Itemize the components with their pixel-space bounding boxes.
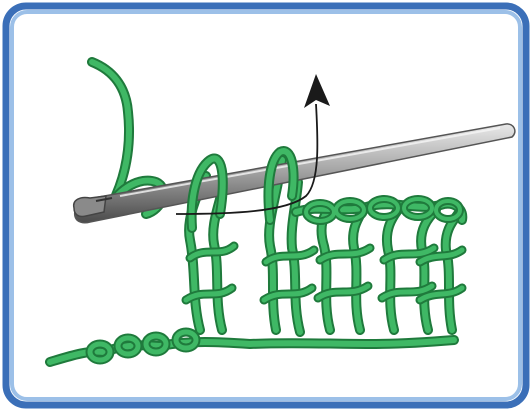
- crochet-diagram: [0, 0, 532, 411]
- illustration-frame: [0, 0, 532, 411]
